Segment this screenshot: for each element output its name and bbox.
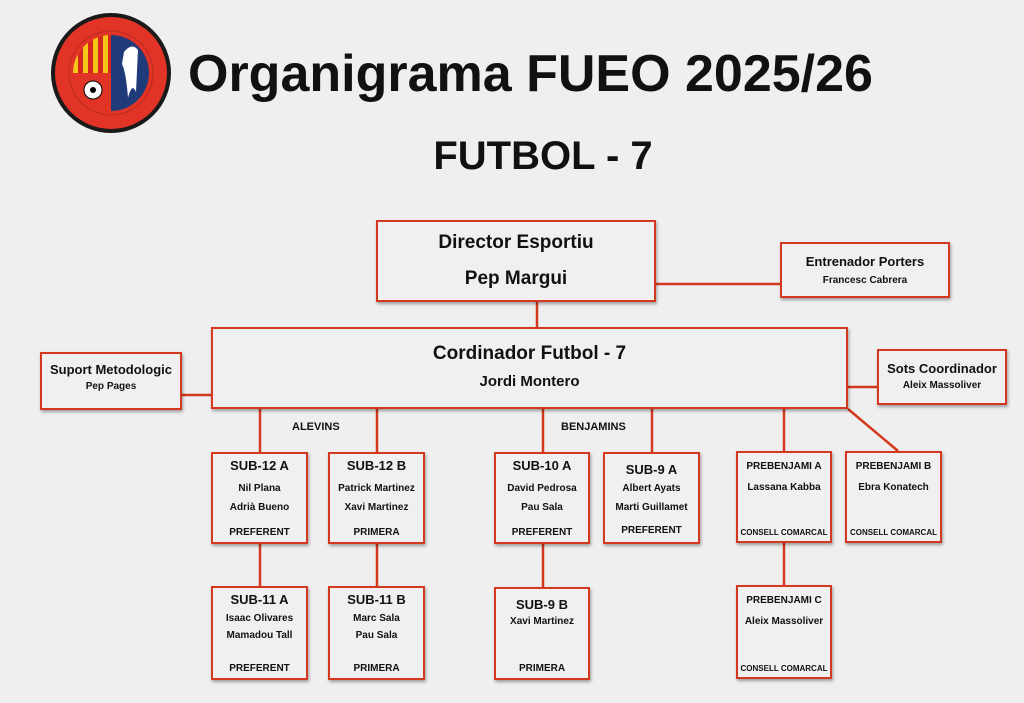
- person: Jordi Montero: [479, 373, 580, 390]
- coach: Adrià Bueno: [229, 502, 290, 513]
- coach: Pau Sala: [521, 502, 563, 513]
- team-name: SUB-10 A: [512, 458, 572, 473]
- team-box: SUB-10 A David Pedrosa Pau Sala PREFEREN…: [494, 452, 590, 544]
- club-logo: [51, 13, 171, 133]
- coach: Xavi Martinez: [510, 616, 574, 627]
- team-name: PREBENJAMI B: [855, 461, 932, 472]
- coach: Marc Sala: [353, 613, 400, 624]
- coach: Albert Ayats: [622, 483, 681, 494]
- team-box: PREBENJAMI A Lassana Kabba CONSELL COMAR…: [736, 451, 832, 543]
- team-name: PREBENJAMI C: [746, 595, 822, 606]
- porters-box: Entrenador Porters Francesc Cabrera: [780, 242, 950, 298]
- coach: Marti Guillamet: [615, 502, 688, 513]
- team-box: SUB-11 B Marc Sala Pau Sala PRIMERA: [328, 586, 425, 680]
- team-box: SUB-11 A Isaac Olivares Mamadou Tall PRE…: [211, 586, 308, 680]
- coach: Isaac Olivares: [225, 613, 294, 624]
- category: PRIMERA: [353, 663, 400, 674]
- page-subtitle: FUTBOL - 7: [433, 134, 653, 178]
- role: Cordinador Futbol - 7: [432, 343, 627, 364]
- category: PREFERENT: [621, 525, 682, 536]
- director-box: Director Esportiu Pep Margui: [376, 220, 656, 302]
- role: Director Esportiu: [438, 232, 594, 253]
- person: Francesc Cabrera: [822, 275, 908, 286]
- role: Suport Metodologic: [49, 362, 173, 377]
- coach: Aleix Massoliver: [744, 616, 824, 627]
- page-title: Organigrama FUEO 2025/26: [188, 45, 873, 103]
- coach: Xavi Martinez: [344, 502, 409, 513]
- group-label-benjamins: BENJAMINS: [561, 421, 626, 433]
- team-name: SUB-12 A: [230, 458, 289, 473]
- category: PRIMERA: [518, 663, 566, 674]
- team-box: SUB-9 B Xavi Martinez PRIMERA: [494, 587, 590, 680]
- sots-box: Sots Coordinador Aleix Massoliver: [877, 349, 1007, 405]
- team-name: SUB-12 B: [346, 458, 407, 473]
- coordinador-box: Cordinador Futbol - 7 Jordi Montero: [211, 327, 848, 409]
- category: CONSELL COMARCAL: [850, 528, 937, 537]
- person: Pep Margui: [464, 268, 568, 289]
- suport-box: Suport Metodologic Pep Pages: [40, 352, 182, 410]
- coach: Ebra Konatech: [858, 482, 929, 493]
- role: Entrenador Porters: [805, 254, 925, 269]
- category: PRIMERA: [353, 527, 400, 538]
- team-box: SUB-12 A Nil Plana Adrià Bueno PREFERENT: [211, 452, 308, 544]
- group-label-alevins: ALEVINS: [292, 421, 340, 433]
- team-name: PREBENJAMI A: [746, 461, 822, 472]
- role: Sots Coordinador: [887, 361, 997, 376]
- team-name: SUB-11 A: [230, 592, 289, 607]
- category: CONSELL COMARCAL: [740, 664, 828, 673]
- team-name: SUB-11 B: [347, 592, 406, 607]
- coach: Nil Plana: [238, 483, 281, 494]
- coach: Mamadou Tall: [226, 630, 293, 641]
- coach: Pau Sala: [355, 630, 398, 641]
- category: PREFERENT: [229, 663, 290, 674]
- category: PREFERENT: [511, 527, 573, 538]
- team-box: PREBENJAMI C Aleix Massoliver CONSELL CO…: [736, 585, 832, 679]
- person: Pep Pages: [85, 381, 137, 392]
- coach: Lassana Kabba: [747, 482, 821, 493]
- team-box: SUB-9 A Albert Ayats Marti Guillamet PRE…: [603, 452, 700, 544]
- person: Aleix Massoliver: [902, 380, 982, 391]
- team-name: SUB-9 B: [515, 597, 568, 612]
- coach: Patrick Martinez: [338, 483, 415, 494]
- category: CONSELL COMARCAL: [740, 528, 828, 537]
- team-name: SUB-9 A: [625, 462, 678, 477]
- team-box: PREBENJAMI B Ebra Konatech CONSELL COMAR…: [845, 451, 942, 543]
- coach: David Pedrosa: [507, 483, 577, 494]
- team-box: SUB-12 B Patrick Martinez Xavi Martinez …: [328, 452, 425, 544]
- category: PREFERENT: [229, 527, 290, 538]
